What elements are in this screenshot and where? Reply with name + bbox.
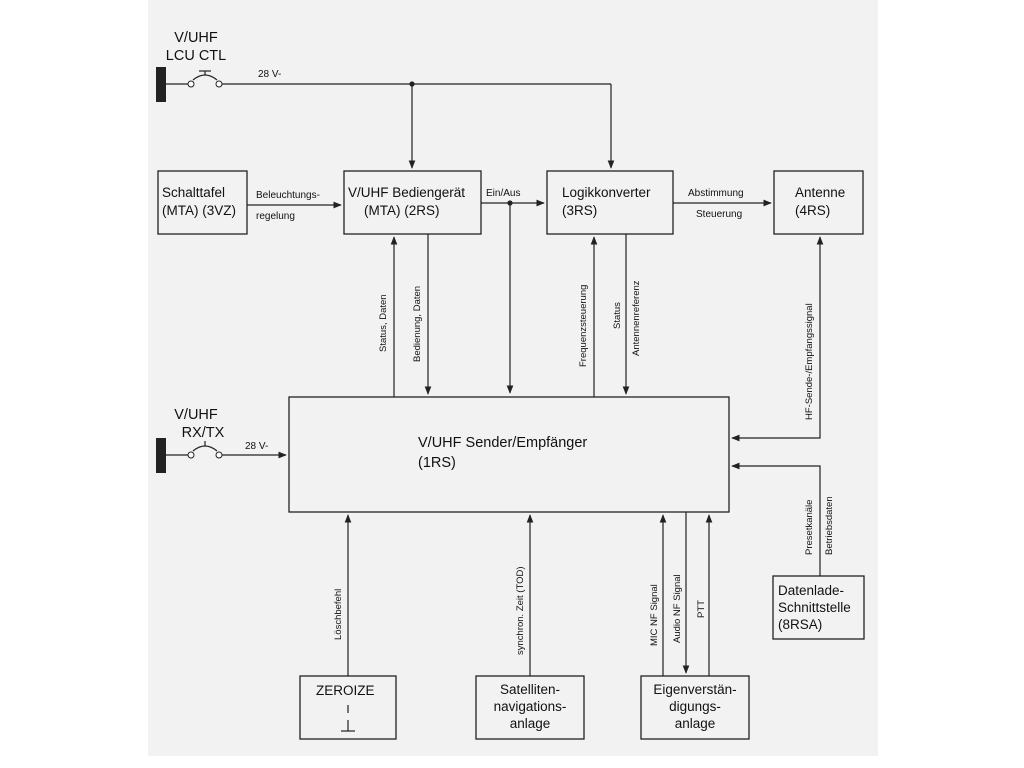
sender-line1: V/UHF Sender/Empfänger: [418, 435, 587, 451]
hf-signal-arrow: [731, 236, 824, 442]
bediengeraet-line2: (MTA) (2RS): [364, 203, 440, 218]
antennenreferenz-label: Antennenreferenz: [631, 280, 642, 356]
satellit-line1: Satelliten-: [500, 682, 560, 697]
rxtx-title-1: V/UHF: [174, 407, 218, 423]
presetkanaele-label: Presetkanäle: [804, 500, 815, 555]
beleuchtung-label-1: Beleuchtungs-: [256, 190, 320, 201]
eigenverstaendigung-block: Eigenverstän- digungs- anlage: [640, 675, 750, 740]
loeschbefehl-label: Löschbefehl: [333, 589, 344, 640]
status-label: Status: [612, 302, 623, 329]
lcu-power-line: [222, 81, 615, 169]
antenne-block: Antenne (4RS): [773, 170, 864, 235]
satellit-line3: anlage: [510, 716, 551, 731]
abstimmung-label: Abstimmung: [688, 188, 744, 199]
zeroize-block: ZEROIZE: [299, 675, 397, 740]
logikkonverter-block: Logikkonverter (3RS): [546, 170, 674, 235]
eigen-line1: Eigenverstän-: [653, 682, 736, 697]
lcu-switch-icon: [166, 70, 223, 88]
eigen-line2: digungs-: [669, 699, 721, 714]
lcu-voltage-label: 28 V-: [258, 69, 281, 80]
lcu-connector-icon: [156, 67, 166, 102]
lcu-title-1: V/UHF: [174, 30, 218, 46]
zeroize-line1: ZEROIZE: [316, 683, 375, 698]
datenlade-line1: Datenlade-: [778, 583, 844, 598]
bediengeraet-line1: V/UHF Bediengerät: [348, 185, 465, 200]
tod-label: synchron. Zeit (TOD): [515, 566, 526, 655]
schalttafel-line2: (MTA) (3VZ): [162, 203, 236, 218]
datenlade-block: Datenlade- Schnittstelle (8RSA): [772, 575, 865, 640]
betriebsdaten-label: Betriebsdaten: [824, 496, 835, 555]
zeroize-button-icon: [341, 705, 355, 732]
satellit-line2: navigations-: [494, 699, 567, 714]
logik-line2: (3RS): [562, 203, 597, 218]
eigen-line3: anlage: [675, 716, 716, 731]
status-daten-label: Status, Daten: [378, 294, 389, 352]
lcu-title-2: LCU CTL: [166, 48, 226, 64]
frequenzsteuerung-label: Frequenzsteuerung: [578, 285, 589, 367]
rxtx-connector-icon: [156, 438, 166, 473]
ein-aus-label: Ein/Aus: [486, 188, 520, 199]
schalttafel-line1: Schalttafel: [162, 185, 225, 200]
satelliten-block: Satelliten- navigations- anlage: [475, 675, 585, 740]
preset-arrow: [731, 462, 821, 576]
audio-nf-label: Audio NF Signal: [672, 574, 683, 643]
rxtx-voltage-label: 28 V-: [245, 441, 268, 452]
beleuchtung-label-2: regelung: [256, 211, 295, 222]
schalttafel-block: Schalttafel (MTA) (3VZ): [157, 170, 248, 235]
logik-line1: Logikkonverter: [562, 185, 651, 200]
datenlade-line3: (8RSA): [778, 617, 822, 632]
antenne-line1: Antenne: [795, 185, 845, 200]
sender-empfaenger-block: V/UHF Sender/Empfänger (1RS): [288, 396, 730, 513]
sender-line2: (1RS): [418, 455, 456, 471]
bediengeraet-block: V/UHF Bediengerät (MTA) (2RS): [343, 170, 482, 235]
rxtx-switch-icon: [166, 441, 223, 459]
mic-nf-label: MIC NF Signal: [649, 584, 660, 646]
antenne-line2: (4RS): [795, 203, 830, 218]
steuerung-label: Steuerung: [696, 209, 742, 220]
ptt-label: PTT: [696, 600, 707, 618]
bedienung-daten-label: Bedienung, Daten: [412, 286, 423, 362]
datenlade-line2: Schnittstelle: [778, 600, 851, 615]
rxtx-title-2: RX/TX: [182, 425, 225, 441]
ein-aus-arrow: [481, 199, 545, 394]
hf-signal-label: HF-Sende-/Empfangssignal: [804, 303, 815, 420]
